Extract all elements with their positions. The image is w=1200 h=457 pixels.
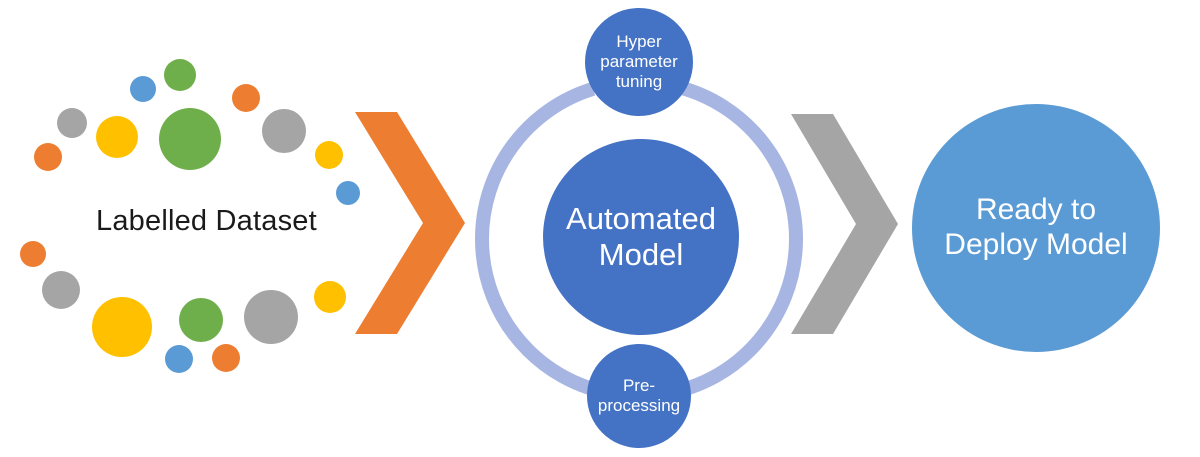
labelled-dataset-label: Labelled Dataset (96, 205, 317, 237)
dataset-dot (315, 141, 343, 169)
dataset-dot (130, 76, 156, 102)
dataset-dot (165, 345, 193, 373)
dataset-dot (314, 281, 346, 313)
dataset-dot (34, 143, 62, 171)
pre-processing-label: Pre- processing (597, 376, 681, 415)
dataset-dot (179, 298, 223, 342)
dataset-dot (92, 297, 152, 357)
pre-processing-bubble[interactable]: Pre- processing (587, 344, 691, 448)
dataset-dot (20, 241, 46, 267)
dataset-dot (244, 290, 298, 344)
dataset-dot (164, 59, 196, 91)
dataset-dot (57, 108, 87, 138)
hyperparameter-tuning-bubble[interactable]: Hyper parameter tuning (585, 8, 693, 116)
dataset-dot (42, 271, 80, 309)
dataset-dot (96, 116, 138, 158)
dataset-dot (262, 109, 306, 153)
orange-chevron-icon (353, 110, 467, 336)
ready-to-deploy-label: Ready to Deploy Model (944, 193, 1128, 261)
dataset-dot (336, 181, 360, 205)
automated-model-bubble[interactable]: Automated Model (543, 139, 739, 335)
gray-chevron-icon (789, 112, 900, 336)
ready-to-deploy-bubble[interactable]: Ready to Deploy Model (912, 104, 1160, 352)
dataset-dot (232, 84, 260, 112)
labelled-dataset-cluster (0, 0, 380, 400)
hyperparameter-tuning-label: Hyper parameter tuning (600, 32, 678, 91)
dataset-dot (159, 108, 221, 170)
automated-model-label: Automated Model (566, 201, 716, 272)
dataset-dot (212, 344, 240, 372)
